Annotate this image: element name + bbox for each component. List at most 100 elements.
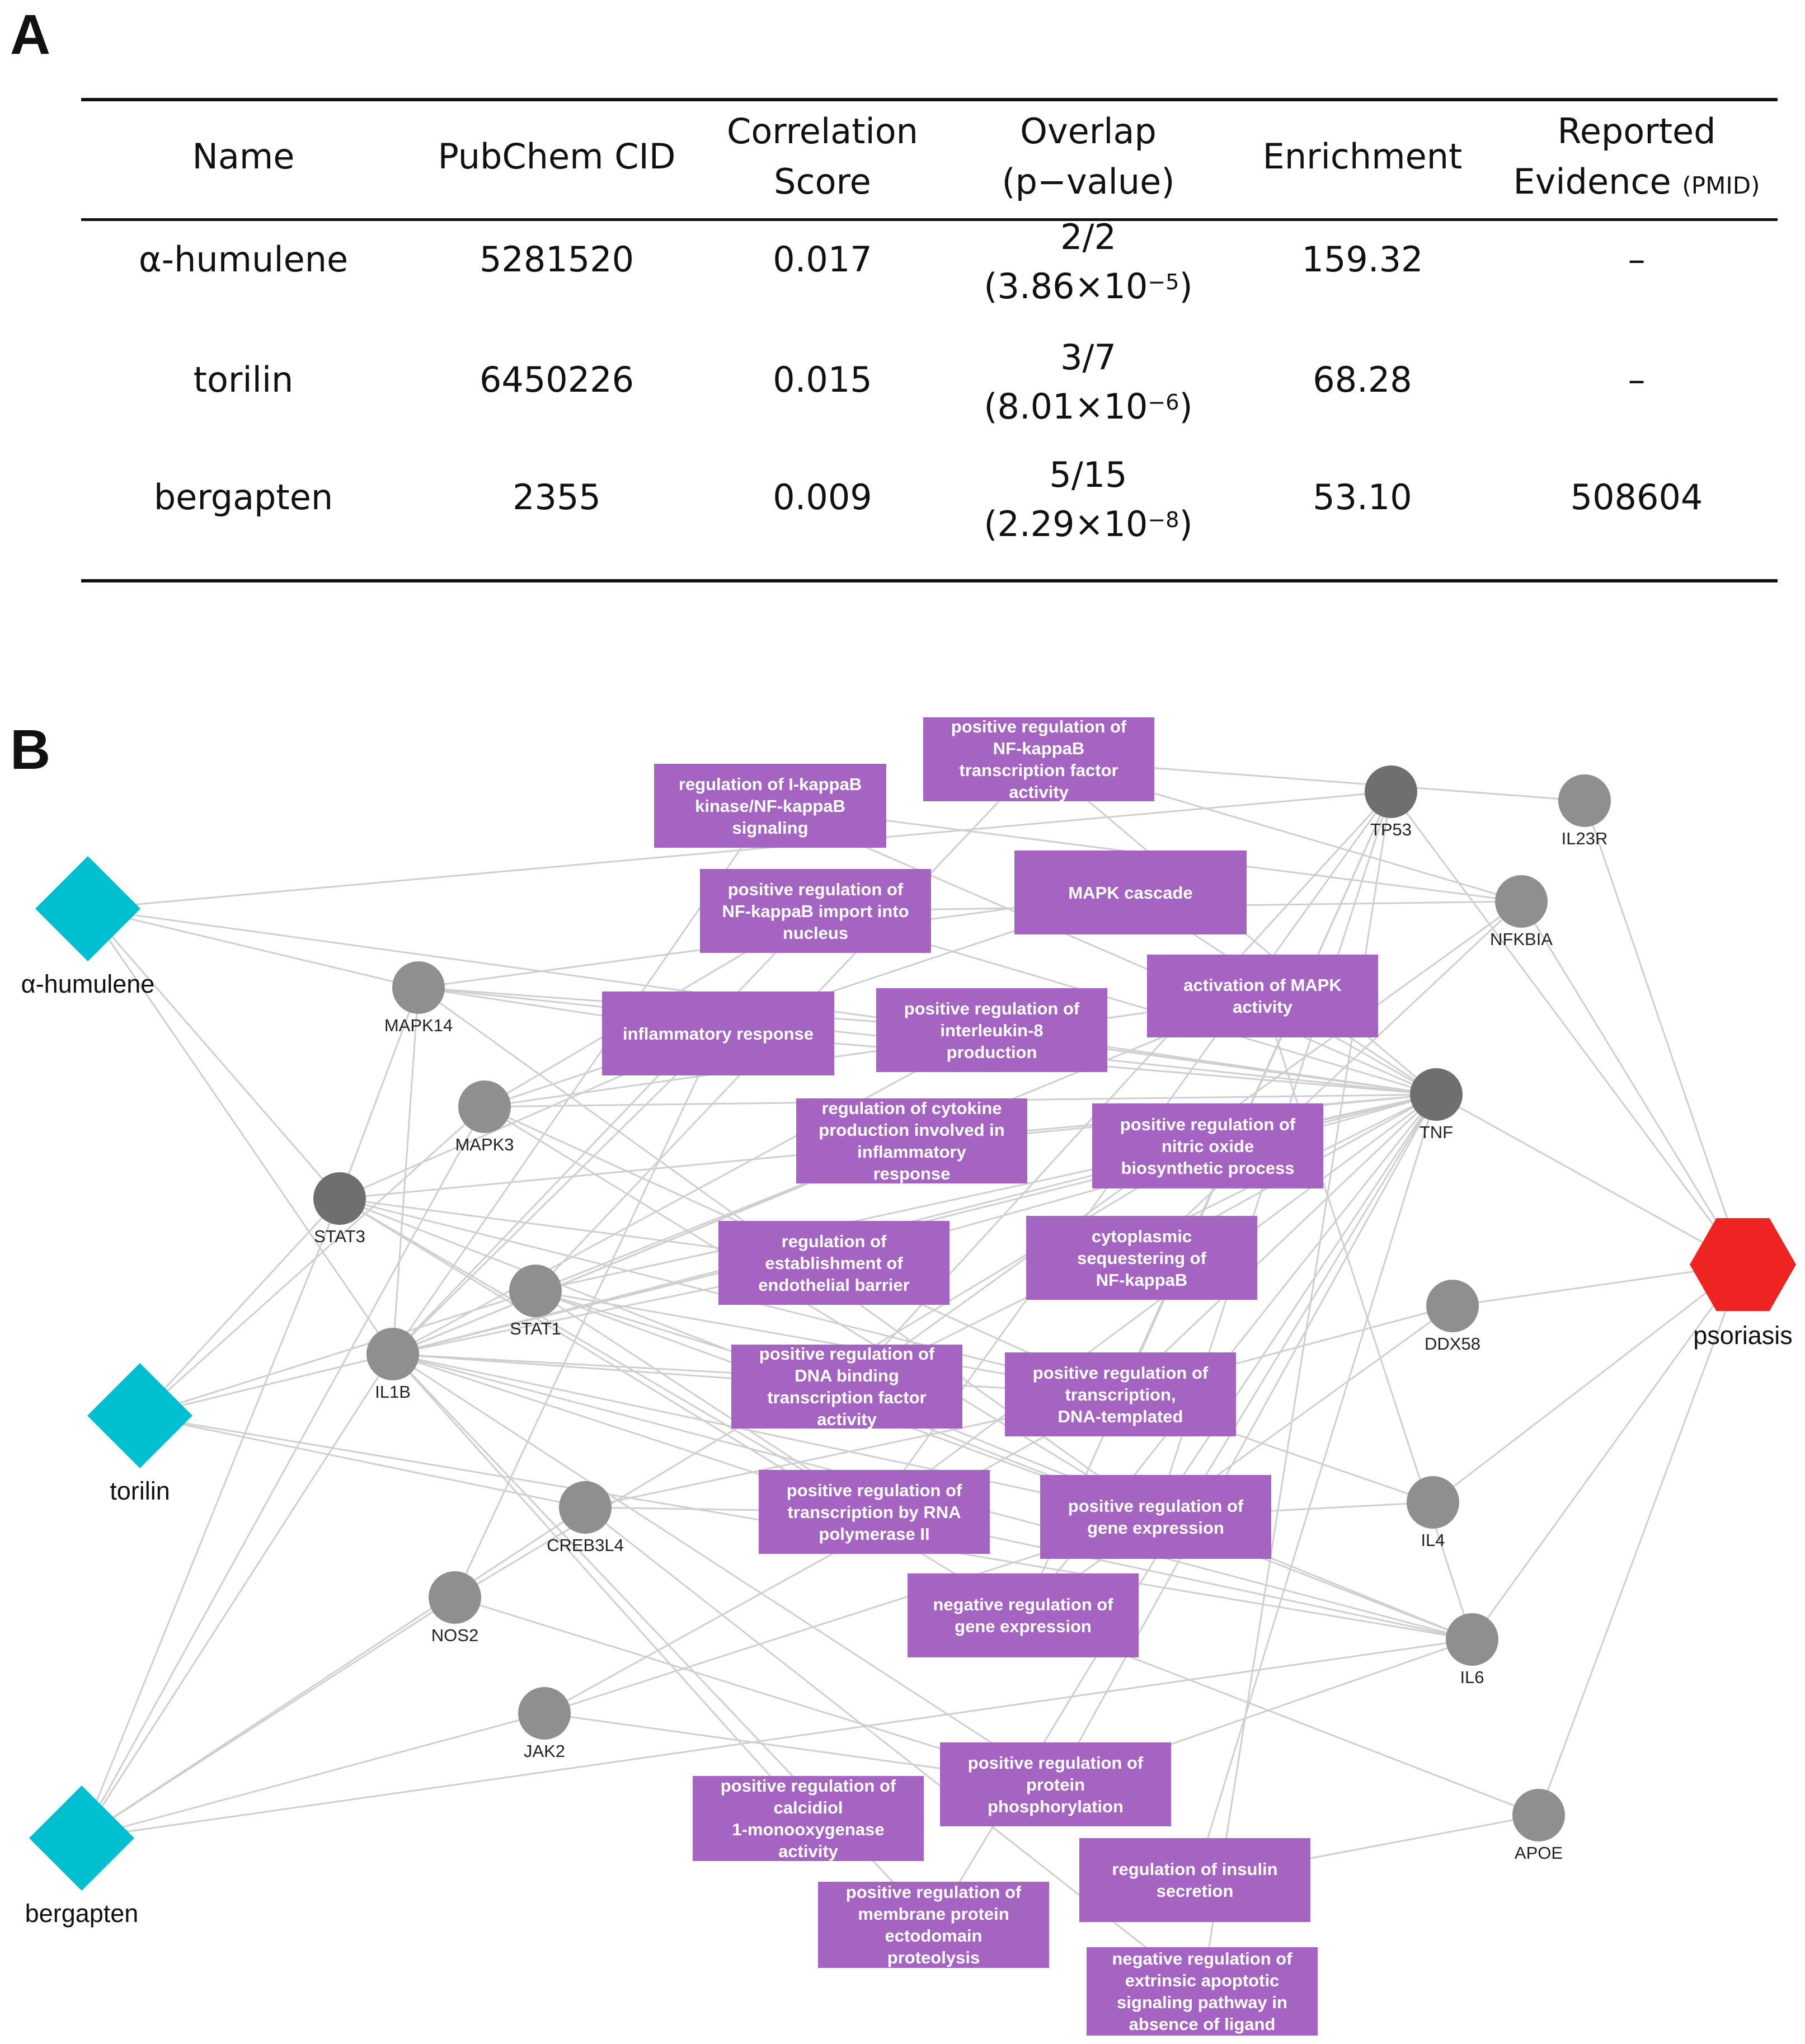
go-term-line: polymerase II: [819, 1524, 930, 1544]
gene-circle[interactable]: [1410, 1068, 1463, 1121]
table-cell-name: α-humulene: [138, 239, 349, 280]
drug-node-d1[interactable]: α-humulene: [21, 856, 155, 998]
table-cell-score: 0.017: [773, 239, 872, 280]
gene-label: IL23R: [1562, 829, 1608, 848]
edge-IL23R-dz: [1583, 800, 1744, 1265]
gene-circle[interactable]: [1495, 875, 1548, 928]
go-term-line: regulation of cytokine: [821, 1098, 1002, 1118]
gene-circle[interactable]: [458, 1080, 511, 1133]
gene-node-apoe[interactable]: APOE: [1512, 1789, 1565, 1863]
overlap-count: 5/15: [1049, 454, 1127, 495]
gene-node-jak2[interactable]: JAK2: [518, 1687, 571, 1761]
gene-circle[interactable]: [518, 1687, 571, 1740]
gene-node-nos2[interactable]: NOS2: [429, 1571, 481, 1645]
go-term-line: inflammatory: [857, 1142, 966, 1162]
gene-circle[interactable]: [429, 1571, 481, 1624]
gene-circle[interactable]: [1426, 1280, 1479, 1332]
gene-node-nfkbia[interactable]: NFKBIA: [1490, 875, 1553, 949]
overlap-pvalue: (2.29×10−8): [948, 500, 1228, 549]
drug-node-d2[interactable]: torilin: [87, 1363, 192, 1505]
pvalue-close: ): [1179, 504, 1193, 544]
edge-d2-STAT3: [139, 1197, 341, 1417]
gene-node-il4[interactable]: IL4: [1407, 1476, 1459, 1550]
gene-circle[interactable]: [1365, 765, 1417, 818]
edge-IL1B-t6: [392, 1032, 719, 1355]
gene-node-il23r[interactable]: IL23R: [1558, 774, 1611, 848]
gene-node-il1b[interactable]: IL1B: [366, 1328, 419, 1402]
gene-node-creb3l4[interactable]: CREB3L4: [547, 1481, 624, 1555]
gene-circle[interactable]: [1558, 774, 1611, 827]
gene-node-tnf[interactable]: TNF: [1410, 1068, 1463, 1142]
edge-IL1B-t15: [392, 1353, 1156, 1518]
go-term-line: cytoplasmic: [1091, 1226, 1192, 1246]
drug-diamond[interactable]: [35, 856, 140, 961]
gene-label: TP53: [1370, 820, 1412, 839]
disease-hexagon[interactable]: [1690, 1218, 1796, 1311]
header-enrichment: Enrichment: [1228, 131, 1497, 182]
gene-node-stat3[interactable]: STAT3: [313, 1172, 366, 1246]
go-term-line: positive regulation of: [967, 1752, 1144, 1773]
go-term-line: positive regulation of: [904, 998, 1080, 1018]
gene-node-stat1[interactable]: STAT1: [509, 1265, 562, 1338]
go-term-text: inflammatory response: [623, 1023, 814, 1045]
edge-JAK2-t13: [544, 1393, 1121, 1714]
gene-circle[interactable]: [313, 1172, 366, 1225]
gene-circle[interactable]: [392, 961, 445, 1014]
gene-label: STAT3: [314, 1227, 365, 1246]
gene-circle[interactable]: [1446, 1613, 1498, 1666]
gene-node-il6[interactable]: IL6: [1446, 1613, 1498, 1687]
go-term-line: sequestering of: [1077, 1248, 1206, 1268]
go-term-line: nucleus: [782, 923, 849, 943]
go-term-line: regulation of I-kappaB: [678, 774, 862, 794]
gene-node-tp53[interactable]: TP53: [1365, 765, 1417, 839]
gene-node-mapk3[interactable]: MAPK3: [455, 1080, 514, 1154]
gene-circle[interactable]: [1512, 1789, 1565, 1841]
drug-diamond[interactable]: [29, 1785, 134, 1891]
edge-d2-CREB3L4: [139, 1415, 586, 1509]
go-term-t4[interactable]: MAPK cascade: [1014, 851, 1247, 934]
go-term-t6[interactable]: inflammatory response: [602, 992, 834, 1075]
drug-diamond[interactable]: [87, 1363, 192, 1468]
go-term-line: activity: [817, 1409, 877, 1429]
gene-circle[interactable]: [1407, 1476, 1459, 1529]
gene-node-mapk14[interactable]: MAPK14: [384, 961, 453, 1035]
header-score: Correlation Score: [697, 106, 948, 207]
drug-node-d3[interactable]: bergapten: [25, 1785, 139, 1928]
gene-label: NFKBIA: [1490, 929, 1553, 949]
pvalue-mantissa: (8.01×10: [984, 386, 1148, 427]
gene-circle[interactable]: [366, 1328, 419, 1380]
table-bottom-rule: [81, 579, 1778, 582]
gene-circle[interactable]: [559, 1481, 612, 1534]
go-term-line: positive regulation of: [759, 1344, 935, 1364]
gene-node-ddx58[interactable]: DDX58: [1425, 1280, 1480, 1354]
disease-node-psoriasis[interactable]: psoriasis: [1690, 1218, 1796, 1350]
table-cell-enrichment: 68.28: [1313, 359, 1412, 400]
gene-circle[interactable]: [509, 1265, 562, 1317]
go-term-line: positive regulation of: [1120, 1114, 1296, 1134]
header-overlap-line2: (p−value): [1002, 161, 1175, 202]
